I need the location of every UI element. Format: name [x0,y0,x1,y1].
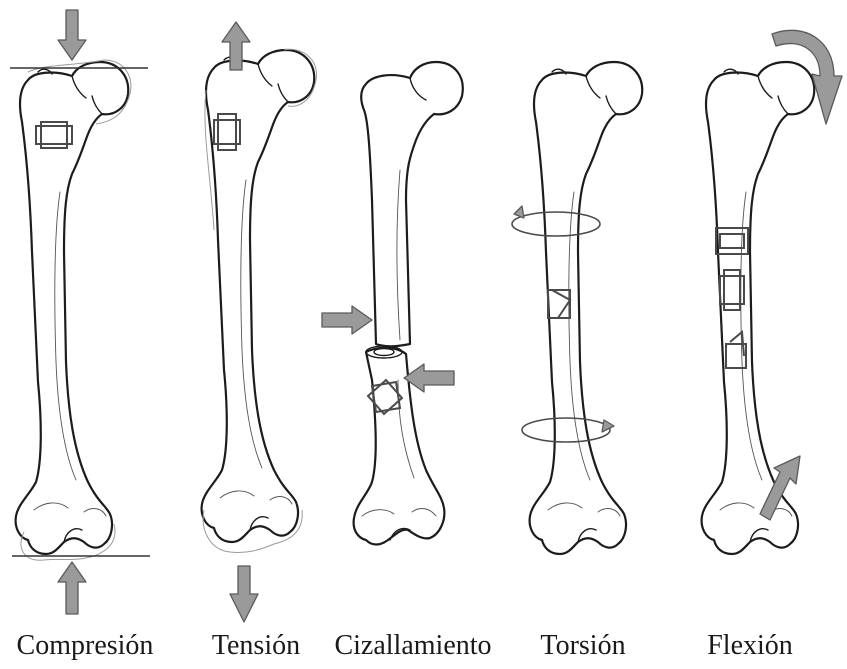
down-arrow-icon [230,566,258,622]
left-arrow-icon [404,364,454,392]
label-torsion: Torsión [518,626,648,666]
label-bending: Flexión [690,626,810,666]
right-arrow-icon [322,306,372,334]
down-arrow-icon [58,10,86,60]
femur-torsion [530,62,643,554]
femur-compression [16,60,131,560]
label-tension: Tensión [196,626,316,666]
up-arrow-icon [58,562,86,614]
label-compression: Compresión [10,626,160,666]
label-shear: Cizallamiento [318,626,508,666]
femur-bending [702,62,815,554]
femur-shear [354,62,463,545]
femur-tension [202,49,317,552]
